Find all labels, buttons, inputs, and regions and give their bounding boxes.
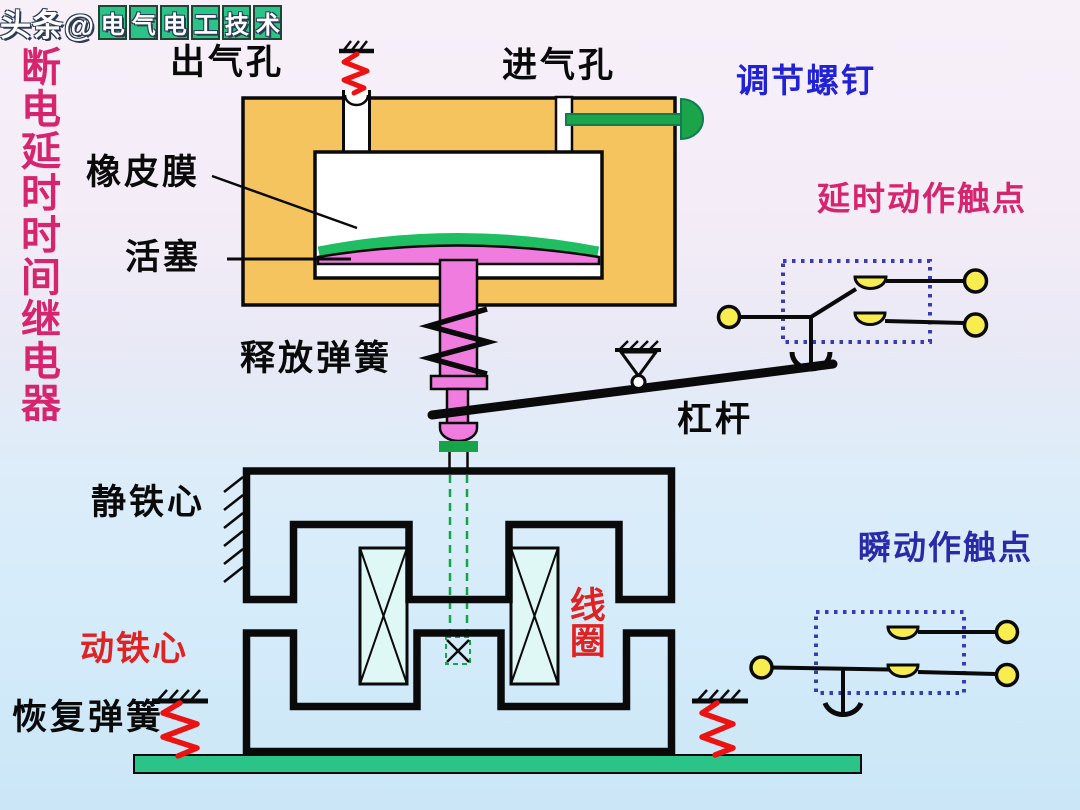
watermark-tile: 技 (222, 5, 252, 40)
lever-hook (822, 701, 864, 718)
terminal-circle (994, 662, 1020, 688)
label-adjusting-screw: 调节螺钉 (736, 62, 876, 99)
diagram-title: 断电延时时间继电器 (15, 46, 59, 424)
fixed-wall-hatching (223, 476, 244, 583)
label-air-outlet: 出气孔 (170, 43, 285, 82)
label-static-iron-core: 静铁心 (91, 483, 206, 522)
label-release-spring: 释放弹簧 (240, 339, 393, 378)
contact-pad (853, 275, 888, 290)
label-rubber-membrane: 橡皮膜 (86, 153, 201, 192)
air-outlet-tube (342, 90, 371, 152)
static-iron-core-shape (223, 467, 676, 604)
piston-shape (316, 244, 601, 266)
moving-iron-core-shape (242, 629, 676, 756)
rubber-membrane-shape (317, 233, 600, 260)
rod-green-block (439, 441, 478, 452)
leader-lines (211, 174, 358, 261)
piston-rod (418, 258, 499, 469)
watermark-tile: 电 (98, 5, 128, 40)
instant-contacts-group (749, 610, 1020, 718)
label-coil: 线圈 (564, 586, 606, 658)
watermark-tile: 术 (253, 5, 283, 40)
watermark-tile: 工 (191, 5, 221, 40)
recovery-spring-left-icon (152, 689, 208, 759)
recovery-spring-right-icon (692, 689, 748, 758)
label-recovery-spring: 恢复弹簧 (12, 698, 165, 737)
label-air-inlet: 进气孔 (502, 46, 617, 85)
label-delay-contacts: 延时动作触点 (817, 180, 1027, 217)
watermark-tile: 气 (129, 5, 159, 40)
terminal-circle (994, 619, 1020, 645)
armature-linkage-dashed (445, 475, 471, 665)
movable-arm (809, 287, 858, 319)
outlet-valve-spring-icon (339, 40, 374, 96)
terminal-circle (962, 312, 989, 338)
label-instant-contacts: 瞬动作触点 (858, 529, 1033, 566)
lever-shape (427, 359, 838, 420)
release-spring-icon (418, 306, 499, 377)
contact-pad (886, 663, 920, 678)
membrane-leader-line (211, 174, 358, 230)
watermark-prefix: 头条@ (0, 8, 96, 43)
label-lever: 杠杆 (677, 400, 754, 439)
lever-hook (789, 351, 833, 372)
watermark: 头条@ 电气电工技术 (0, 0, 1080, 45)
adjusting-screw-icon (565, 97, 704, 141)
terminal-circle (749, 655, 774, 680)
coil-left (358, 546, 409, 686)
terminal-circle (962, 268, 989, 294)
terminal-circle (716, 304, 742, 330)
coil-right (509, 546, 560, 686)
delay-contacts-group (716, 259, 989, 372)
label-moving-iron-core: 动铁心 (80, 630, 188, 668)
fulcrum-icon (615, 340, 661, 390)
contact-pad (853, 311, 887, 326)
watermark-tile: 电 (160, 5, 190, 40)
movable-arm (771, 665, 890, 672)
contact-pad (886, 625, 920, 640)
watermark-tiles: 电气电工技术 (97, 5, 283, 40)
base-plate (133, 754, 862, 774)
label-piston: 活塞 (125, 238, 202, 277)
